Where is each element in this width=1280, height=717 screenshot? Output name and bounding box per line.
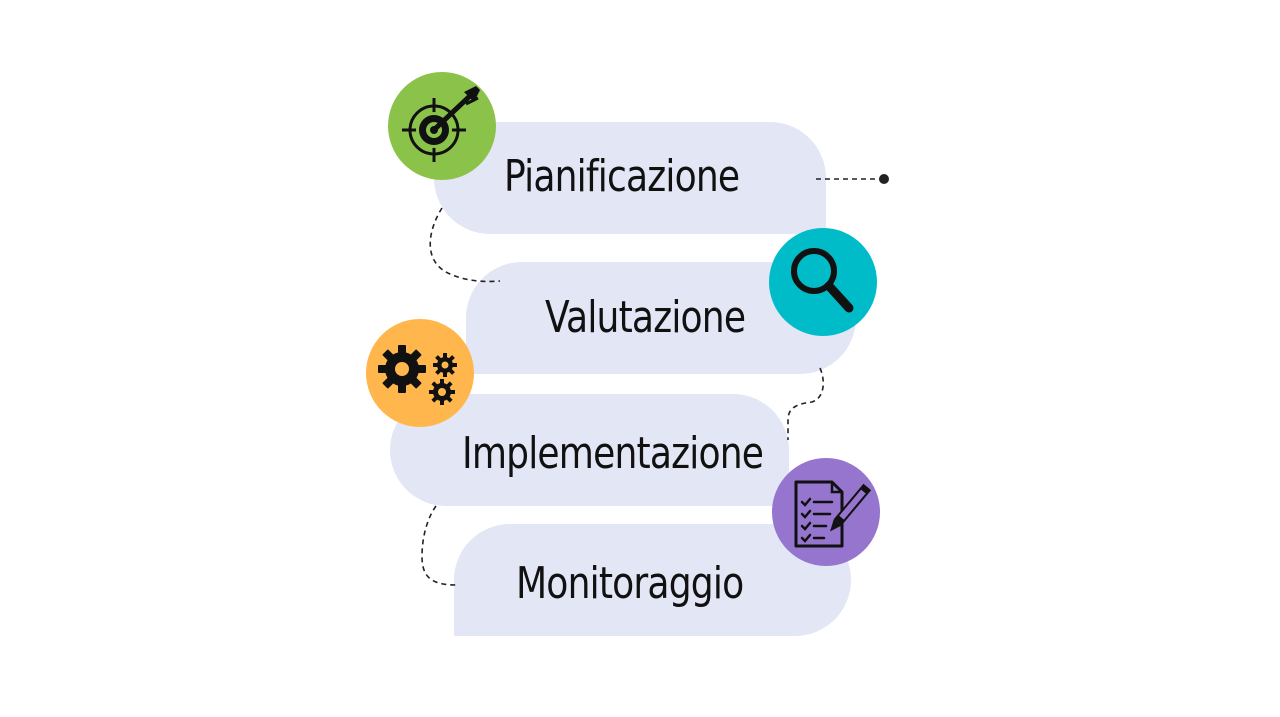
connector-start-dot — [879, 174, 889, 184]
pill-monitoraggio — [454, 524, 851, 636]
magnifier-icon — [791, 248, 854, 313]
checklist-pen-icon — [794, 480, 872, 548]
pill-valutazione — [466, 262, 856, 374]
pill-implementazione — [390, 394, 789, 506]
step-label-monitoraggio: Monitoraggio — [516, 558, 744, 609]
step-label-valutazione: Valutazione — [545, 292, 746, 343]
connector-3-4 — [421, 505, 457, 586]
connector-1-2 — [429, 207, 501, 283]
pill-pianificazione — [434, 122, 826, 234]
step-circle-pianificazione — [388, 72, 496, 180]
step-label-implementazione: Implementazione — [462, 428, 764, 479]
step-label-pianificazione: Pianificazione — [504, 151, 740, 202]
dashed-connectors — [421, 178, 880, 586]
step-circle-implementazione — [366, 319, 474, 427]
step-circle-monitoraggio — [772, 458, 880, 566]
target-arrow-icon — [402, 86, 480, 162]
connector-2-3 — [787, 367, 825, 440]
gears-icon — [378, 345, 457, 405]
step-circle-valutazione — [769, 228, 877, 336]
